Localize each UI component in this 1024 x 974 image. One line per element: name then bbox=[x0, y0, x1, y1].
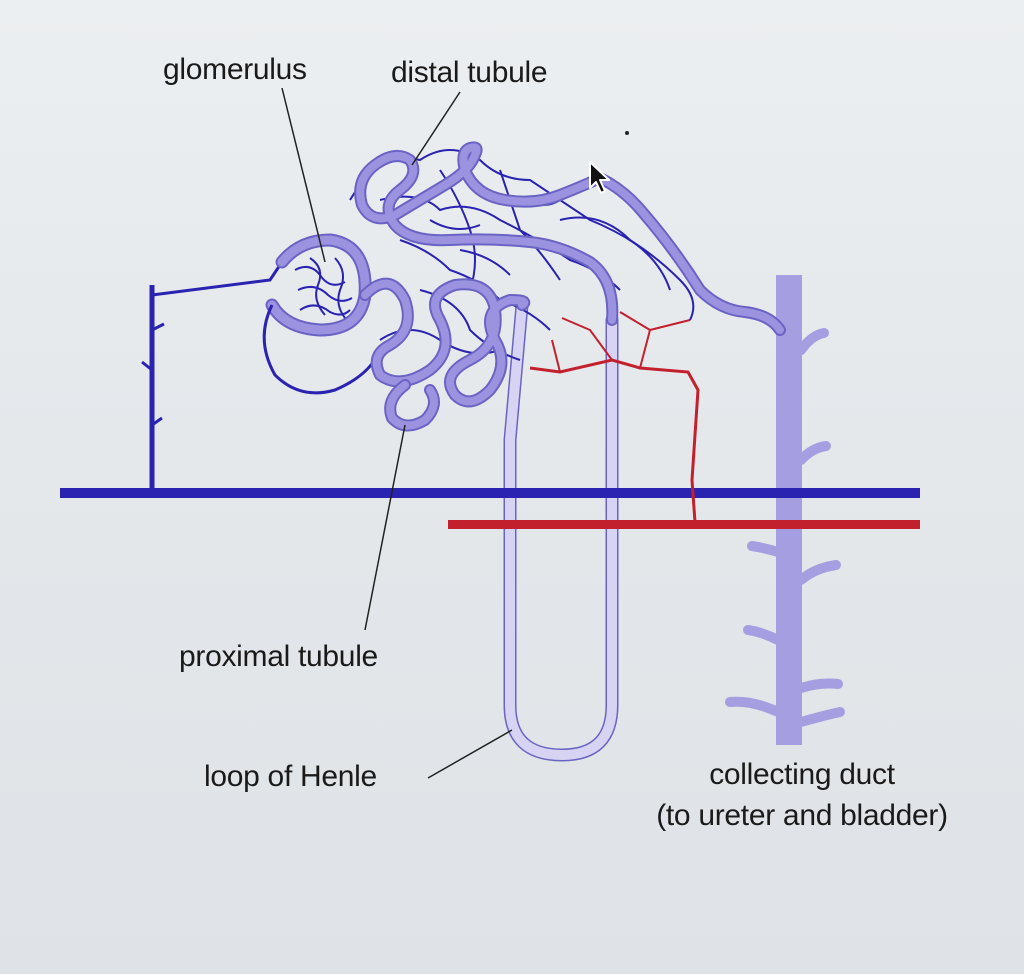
loop-of-henle bbox=[503, 298, 619, 762]
distal-tubule-label: distal tubule bbox=[391, 56, 548, 89]
artery bbox=[448, 311, 920, 529]
screen-speck bbox=[625, 131, 629, 135]
convoluted-tubules bbox=[354, 141, 786, 432]
glomerulus-label: glomerulus bbox=[163, 53, 307, 86]
distal-tubule-leader bbox=[411, 91, 461, 166]
glomerulus-leader bbox=[281, 87, 326, 263]
glomerulus bbox=[262, 233, 382, 395]
mouse-cursor-icon bbox=[589, 161, 610, 194]
collecting-duct-label-line1: collecting duct bbox=[709, 758, 895, 791]
collecting-duct-label: collecting duct (to ureter and bladder) bbox=[622, 755, 982, 836]
collecting-duct bbox=[725, 275, 845, 745]
loop-of-henle-label: loop of Henle bbox=[204, 760, 377, 793]
vein bbox=[60, 261, 920, 498]
proximal-tubule-label: proximal tubule bbox=[179, 640, 378, 673]
proximal-tubule-leader bbox=[364, 424, 406, 631]
leader-lines bbox=[281, 87, 513, 779]
loop-of-henle-leader bbox=[427, 729, 513, 779]
collecting-duct-label-line2: (to ureter and bladder) bbox=[656, 798, 948, 832]
